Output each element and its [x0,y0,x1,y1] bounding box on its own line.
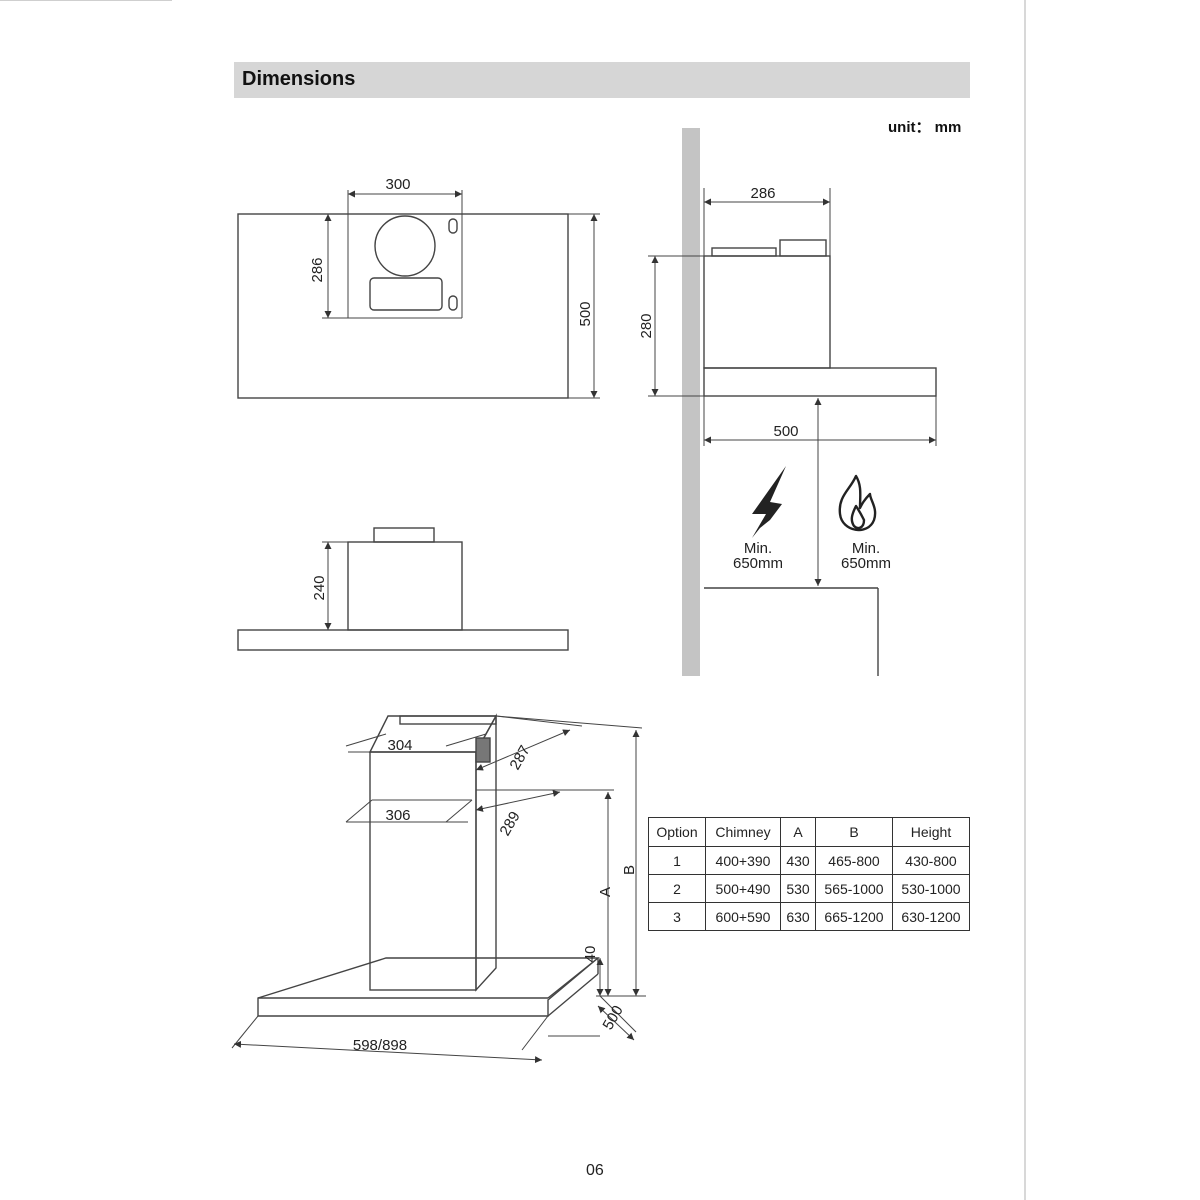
table-cell: 665-1200 [815,902,893,931]
table-header-row: Option Chimney A B Height [648,817,970,847]
section-title: Dimensions [242,68,356,90]
side-view [648,128,937,676]
column-header: Chimney [705,817,781,847]
top-view [237,190,600,399]
table-cell: 400+390 [705,846,781,875]
hood-depth-label: 500 [599,1003,626,1033]
front-height-label: 240 [311,575,328,600]
side-height-label: 280 [638,313,655,338]
table-cell: 500+490 [705,874,781,903]
gas-clearance-line1: Min. [852,540,880,557]
options-table: Option Chimney A B Height 1 400+390 430 … [648,817,970,931]
page-edge [1024,0,1026,1200]
electric-clearance-line2: 650mm [733,555,783,572]
table-cell: 430 [780,846,816,875]
flame-icon [838,474,877,532]
wall [682,128,700,676]
top-width-label: 300 [385,176,410,193]
table-cell: 600+590 [705,902,781,931]
table-cell: 1 [648,846,706,875]
table-cell: 465-800 [815,846,893,875]
table-row: 1 400+390 430 465-800 430-800 [648,846,970,875]
side-depth-label: 500 [773,423,798,440]
motor-outlet-circle [374,215,436,277]
column-header: Option [648,817,706,847]
isometric-view [231,713,646,1064]
offset-label: 40 [582,946,599,963]
page-edge [0,0,172,1]
top-depth-label: 286 [309,257,326,282]
column-header: A [780,817,816,847]
table-cell: 430-800 [892,846,970,875]
chimney-side [703,255,831,369]
table-cell: 2 [648,874,706,903]
table-cell: 565-1000 [815,874,893,903]
lightning-bolt-icon [752,466,786,538]
section-header: Dimensions [234,62,970,98]
filter-box [369,277,443,311]
table-row: 3 600+590 630 665-1200 630-1200 [648,902,970,931]
dimension-b-label: B [621,865,638,875]
unit-label: unit： mm [888,119,962,136]
side-top-width-label: 286 [750,185,775,202]
iso-top-width-label: 304 [387,737,412,754]
table-cell: 630-1200 [892,902,970,931]
table-row: 2 500+490 530 565-1000 530-1000 [648,874,970,903]
iso-mid-depth-label: 289 [496,809,523,839]
front-view [237,527,569,651]
total-depth-label: 500 [577,301,594,326]
column-header: B [815,817,893,847]
hood-width-label: 598/898 [353,1037,407,1054]
table-cell: 530 [780,874,816,903]
hood-side [703,367,937,397]
table-cell: 630 [780,902,816,931]
hood-outline-top [237,213,569,399]
dimension-a-label: A [597,887,614,897]
table-cell: 530-1000 [892,874,970,903]
electric-clearance-line1: Min. [744,540,772,557]
iso-mid-width-label: 306 [385,807,410,824]
column-header: Height [892,817,970,847]
page-number: 06 [586,1162,604,1179]
table-cell: 3 [648,902,706,931]
gas-clearance-line2: 650mm [841,555,891,572]
